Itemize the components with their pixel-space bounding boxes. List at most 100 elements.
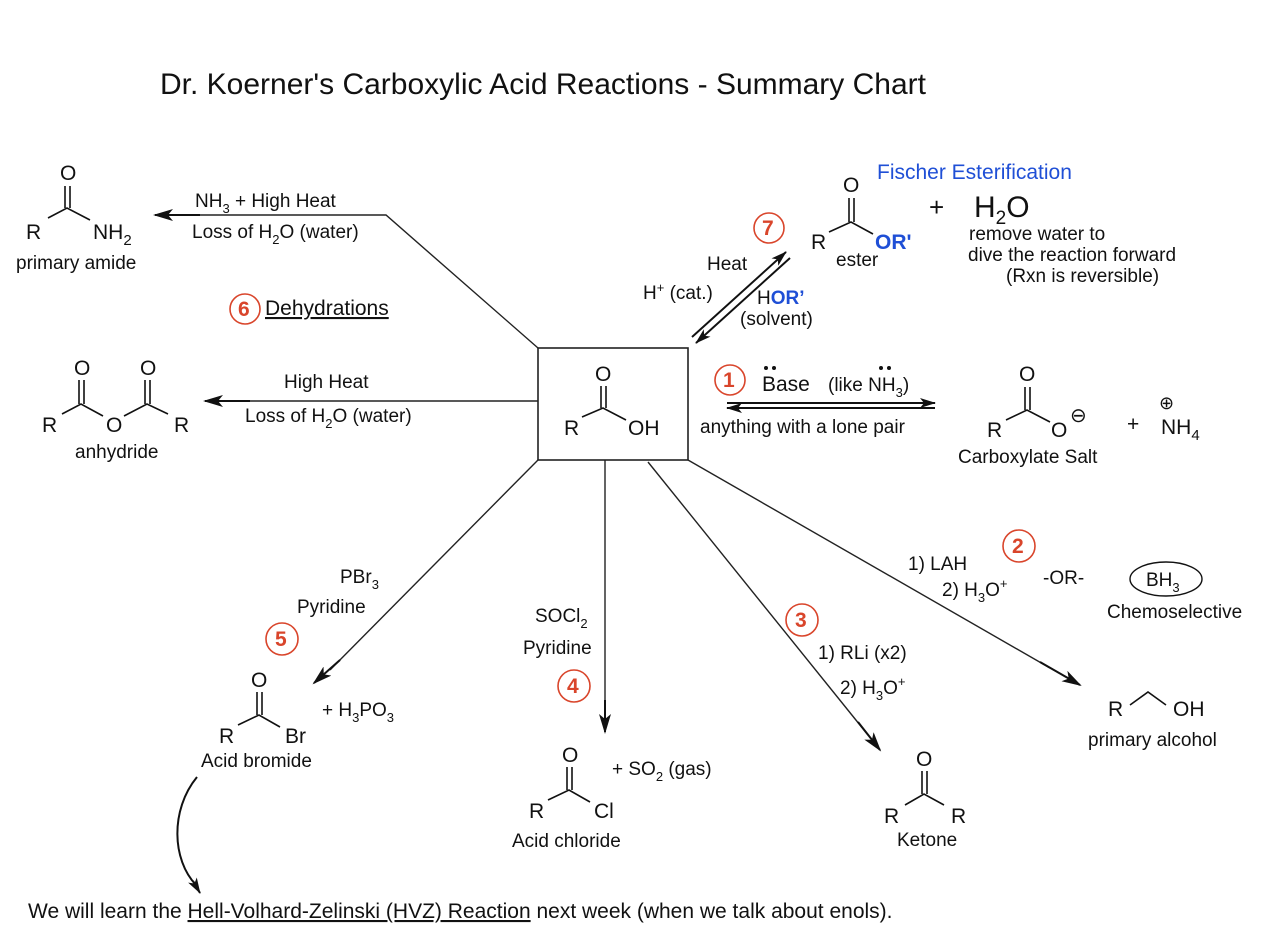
anhydride-reagent-2: Loss of H2O (water) xyxy=(245,406,412,431)
hvz-curved-arrow xyxy=(188,877,201,894)
ester-reverse-arrow xyxy=(695,257,791,344)
anhydride-r2-label: R xyxy=(174,414,189,437)
anhydride-o1-label: O xyxy=(74,357,90,380)
amide-name: primary amide xyxy=(16,253,136,274)
chemoselective-note: Chemoselective xyxy=(1107,602,1242,623)
lone-pair-note: anything with a lone pair xyxy=(700,417,906,438)
ester-condition-solvent: (solvent) xyxy=(740,309,813,330)
ester-name: ester xyxy=(836,250,879,271)
number-6-circle xyxy=(229,293,261,325)
dehydrations-label: 6 Dehydrations xyxy=(229,293,389,325)
ketone-r1-label: R xyxy=(884,805,899,828)
ketone-name: Ketone xyxy=(897,830,957,851)
number-2-circle xyxy=(1002,529,1036,563)
alcohol-reaction: 2 1) LAH 2) H3O+ -OR- BH3 Chemoselective… xyxy=(687,459,1242,751)
ester-or-label: OR' xyxy=(875,231,912,254)
alcohol-chain-bonds xyxy=(1129,691,1167,706)
bh3-reagent: BH3 xyxy=(1146,570,1180,595)
bromide-reaction: PBr3 Pyridine 5 O R Br + H3PO3 Acid brom… xyxy=(176,459,539,894)
center-box xyxy=(537,347,689,461)
footer-note: We will learn the Hell-Volhard-Zelinski … xyxy=(28,900,893,923)
alcohol-path-line xyxy=(687,459,1051,669)
number-1: 1 xyxy=(723,369,735,392)
number-4-circle xyxy=(557,669,591,703)
bromide-name: Acid bromide xyxy=(201,751,312,772)
ester-note-2: dive the reaction forward xyxy=(968,245,1176,266)
acid-o-label: O xyxy=(595,363,611,386)
number-5: 5 xyxy=(275,628,287,651)
chloride-chain-bonds xyxy=(547,789,591,803)
number-3-circle xyxy=(785,603,819,637)
number-4: 4 xyxy=(567,675,579,698)
amide-reagent-2: Loss of H2O (water) xyxy=(192,222,359,247)
number-7-circle xyxy=(753,212,785,244)
ester-chain-bonds xyxy=(828,221,874,235)
bromide-path-line xyxy=(329,459,539,671)
anhydride-reagent-1: High Heat xyxy=(284,372,369,393)
ester-r-label: R xyxy=(811,231,826,254)
salt-chain-bonds xyxy=(1005,409,1051,423)
footer-post: next week (when we talk about enols). xyxy=(531,900,893,923)
number-6: 6 xyxy=(238,298,250,321)
bromide-r-label: R xyxy=(219,725,234,748)
nh3-lone-pair-dot xyxy=(887,366,891,370)
number-7: 7 xyxy=(762,217,774,240)
fischer-esterification-heading: Fischer Esterification xyxy=(877,161,1072,184)
chloride-name: Acid chloride xyxy=(512,831,621,852)
alcohol-step-1: 1) LAH xyxy=(908,554,967,575)
amide-reaction: NH3 + High Heat Loss of H2O (water) O R … xyxy=(16,162,539,349)
chloride-r-label: R xyxy=(529,800,544,823)
alcohol-step-2: 2) H3O+ xyxy=(942,576,1008,605)
chart-title: Dr. Koerner's Carboxylic Acid Reactions … xyxy=(160,68,927,101)
anhydride-o-bridge-label: O xyxy=(106,414,122,437)
number-5-circle xyxy=(265,622,299,656)
ammonium-label: NH4 xyxy=(1161,416,1200,444)
salt-o-minus-label: O xyxy=(1051,419,1067,442)
amide-r-label: R xyxy=(26,221,41,244)
bromide-chain-bonds xyxy=(237,714,281,728)
chloride-reaction: SOCl2 Pyridine 4 O R Cl + SO2 (gas) Acid… xyxy=(512,460,712,852)
negative-charge-icon: ⊖ xyxy=(1070,405,1087,427)
bromide-arrow xyxy=(312,659,341,685)
ketone-step-1: 1) RLi (x2) xyxy=(818,643,907,664)
acid-r-label: R xyxy=(564,417,579,440)
amide-o-label: O xyxy=(60,162,76,185)
ketone-step-2: 2) H3O+ xyxy=(840,674,906,703)
ketone-reaction: 3 1) RLi (x2) 2) H3O+ O R R Ketone xyxy=(647,461,966,851)
alcohol-oh-label: OH xyxy=(1173,698,1205,721)
ester-forward-arrow xyxy=(691,251,787,338)
alcohol-arrow xyxy=(1039,661,1082,686)
chloride-reagent-2: Pyridine xyxy=(523,638,592,659)
salt-name: Carboxylate Salt xyxy=(958,447,1098,468)
anhydride-chain-left xyxy=(61,403,104,417)
footer-pre: We will learn the xyxy=(28,900,188,923)
anhydride-reaction: High Heat Loss of H2O (water) O O R O R … xyxy=(42,357,538,463)
bromide-reagent-1: PBr3 xyxy=(340,567,379,592)
alcohol-name: primary alcohol xyxy=(1088,730,1217,751)
ester-condition-acid: H+ (cat.) xyxy=(643,280,713,304)
base-reagent: Base xyxy=(762,373,810,396)
ester-o-label: O xyxy=(843,174,859,197)
bromide-reagent-2: Pyridine xyxy=(297,597,366,618)
salt-reaction: 1 Base (like NH3) anything with a lone p… xyxy=(700,363,1200,468)
positive-charge-icon: ⊕ xyxy=(1159,393,1174,413)
base-example: (like NH3) xyxy=(828,375,909,400)
acid-oh-label: OH xyxy=(628,417,660,440)
acid-chain-bonds xyxy=(581,407,627,421)
salt-plus: + xyxy=(1127,413,1139,436)
ester-condition-alcohol: HOR’ xyxy=(757,288,805,309)
number-1-circle xyxy=(714,364,746,396)
ester-condition-heat: Heat xyxy=(707,254,748,275)
anhydride-r1-label: R xyxy=(42,414,57,437)
carboxylic-acid-center: O R OH xyxy=(537,347,689,461)
chloride-o-label: O xyxy=(562,744,578,767)
dehydrations-heading: Dehydrations xyxy=(265,297,389,320)
water-product: H2O xyxy=(974,191,1030,229)
nh3-lone-pair-dot xyxy=(879,366,883,370)
ketone-o-label: O xyxy=(916,748,932,771)
anhydride-name: anhydride xyxy=(75,442,158,463)
ester-plus: + xyxy=(929,192,944,222)
amide-nh2-label: NH2 xyxy=(93,221,132,249)
chloride-cl-label: Cl xyxy=(594,800,614,823)
